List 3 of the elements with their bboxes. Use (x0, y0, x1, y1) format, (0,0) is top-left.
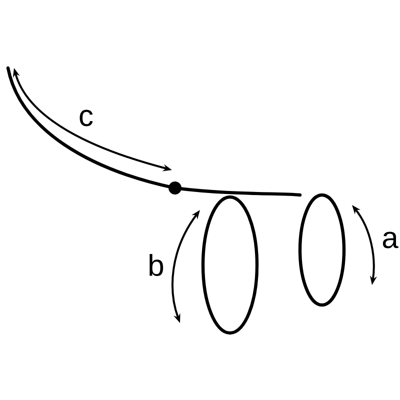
dimension-label: a (382, 232, 398, 248)
dimension-label: c (80, 110, 93, 126)
dimension-label: b (150, 254, 164, 276)
